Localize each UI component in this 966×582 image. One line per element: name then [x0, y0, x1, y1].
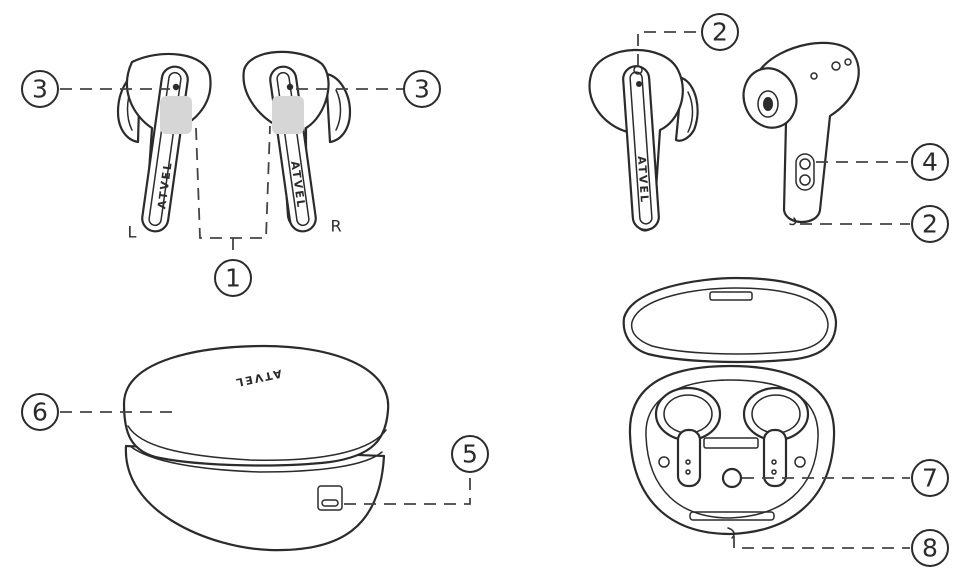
callout-8-number: 8 [922, 534, 938, 563]
earbud-side-view-b [742, 41, 860, 226]
callout-6 [21, 393, 59, 431]
callout-5-number: 5 [462, 440, 478, 469]
callout-4 [911, 143, 949, 181]
callout-1-number: 1 [225, 264, 241, 293]
earbud-right-front: ATVEL [242, 50, 352, 233]
callout-8 [911, 529, 949, 567]
brand-label-side: ATVEL [635, 156, 651, 205]
callout-3-left-number: 3 [32, 75, 48, 104]
callout-1 [214, 259, 252, 297]
callout-2-top-number: 2 [712, 18, 728, 47]
right-side-label: R [330, 217, 341, 236]
callout-2-bottom-number: 2 [922, 210, 938, 239]
left-side-label: L [128, 223, 137, 242]
callout-2-bottom [911, 205, 949, 243]
callout-7-number: 7 [922, 464, 938, 493]
callout-3-right [403, 70, 441, 108]
callout-2-top [701, 13, 739, 51]
closed-charging-case: ATVEL [122, 344, 390, 552]
earbud-side-view-a: ATVEL [588, 48, 699, 232]
callout-6-number: 6 [32, 398, 48, 427]
earbud-left-front: ATVEL [116, 52, 212, 233]
callout-3-left [21, 70, 59, 108]
open-charging-case [622, 276, 838, 539]
callout-4-number: 4 [922, 148, 938, 177]
callout-3-right-number: 3 [414, 75, 430, 104]
callout-5 [451, 435, 489, 473]
callout-7 [911, 459, 949, 497]
